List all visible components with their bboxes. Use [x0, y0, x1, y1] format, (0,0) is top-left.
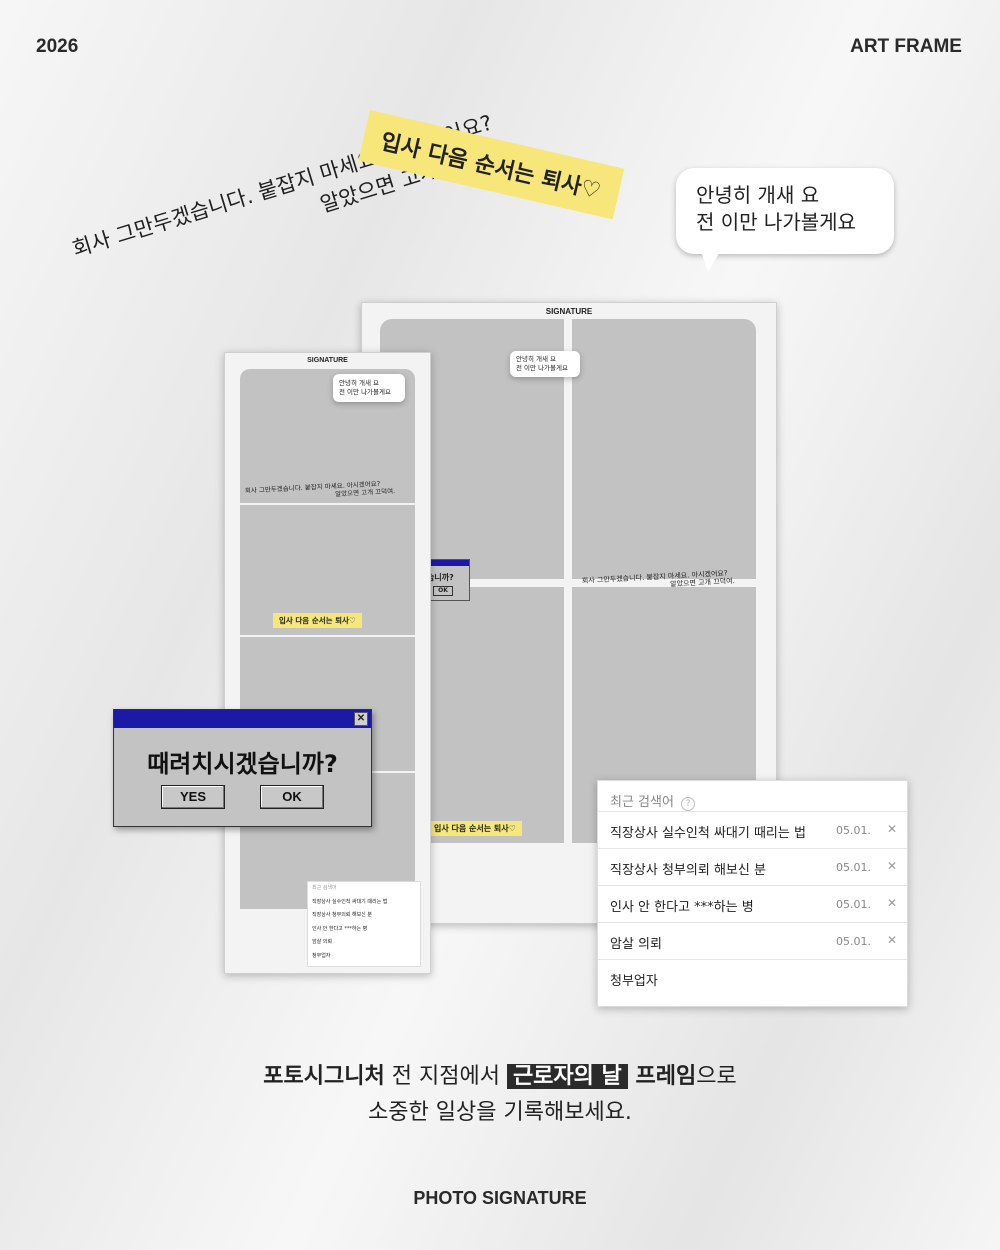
mini-search-item: 직장상사 청부의뢰 해보신 분 — [312, 912, 372, 918]
search-date: 05.01. — [836, 824, 871, 837]
search-query: 청부업자 — [610, 974, 658, 989]
year-label: 2026 — [36, 36, 79, 57]
mini-bubble-line-1: 안녕히 개새 요 — [339, 379, 380, 387]
mini-dialog-ok: OK — [433, 586, 453, 596]
mini-search-item: 청부업자 — [312, 952, 331, 959]
mini-search-item: 암살 의뢰 — [312, 939, 332, 945]
mini-tape: 입사 다음 순서는 퇴사♡ — [273, 613, 362, 628]
list-item[interactable]: 인사 안 한다고 ***하는 병 05.01. ✕ — [598, 885, 907, 923]
close-icon[interactable]: ✕ — [354, 712, 368, 726]
recent-search-panel: 최근 검색어 ? 직장상사 실수인척 싸대기 때리는 법 05.01. ✕ 직장… — [597, 780, 908, 1007]
brand-label: ART FRAME — [850, 36, 962, 57]
mini-tape-text: 입사 다음 순서는 퇴사♡ — [279, 616, 356, 625]
close-icon[interactable]: ✕ — [887, 822, 898, 836]
search-date: 05.01. — [836, 861, 871, 874]
mini-dialog: 습니까? OK — [427, 559, 470, 601]
mini-search-title: 최근 검색어 — [312, 885, 337, 891]
mini-dialog-text: 습니까? — [427, 573, 454, 582]
bubble-line-1: 안녕히 개새 요 — [696, 183, 820, 207]
caption-text: 전 지점에서 — [384, 1064, 507, 1089]
yes-button[interactable]: YES — [161, 785, 225, 809]
mini-tape: 입사 다음 순서는 퇴사♡ — [428, 821, 522, 836]
photo-frame-small: SIGNATURE 안녕히 개새 요 전 이만 나가볼게요 회사 그만두겠습니다… — [224, 352, 431, 974]
mini-tape-text: 입사 다음 순서는 퇴사♡ — [434, 824, 516, 833]
tape-text: 입사 다음 순서는 퇴사♡ — [378, 128, 604, 205]
caption-line-2: 소중한 일상을 기록해보세요. — [368, 1100, 632, 1125]
mini-search-item: 직장상사 실수인척 싸대기 때리는 법 — [312, 898, 388, 905]
search-date: 05.01. — [836, 935, 871, 948]
close-icon[interactable]: ✕ — [887, 859, 898, 873]
help-icon: ? — [681, 797, 696, 811]
dialog-title-bar — [114, 710, 371, 728]
mini-search-item: 인사 안 한다고 ***하는 병 — [312, 925, 368, 932]
close-icon[interactable]: ✕ — [887, 933, 898, 947]
list-item[interactable]: 청부업자 — [598, 959, 907, 997]
mini-bubble-line-1: 안녕히 개새 요 — [516, 355, 557, 363]
caption-frame: 프레임 — [627, 1064, 697, 1089]
search-query: 인사 안 한다고 ***하는 병 — [610, 900, 754, 915]
mini-bubble-line-2: 전 이만 나가볼게요 — [516, 364, 568, 372]
search-query: 암살 의뢰 — [610, 937, 662, 952]
mini-bubble-line-2: 전 이만 나가볼게요 — [339, 388, 391, 396]
mini-bubble: 안녕히 개새 요 전 이만 나가볼게요 — [333, 374, 405, 402]
dialog-message: 때려치시겠습니까? — [147, 750, 338, 778]
mini-search: 최근 검색어 직장상사 실수인척 싸대기 때리는 법 직장상사 청부의뢰 해보신… — [307, 881, 421, 967]
frame-large-title: SIGNATURE — [545, 307, 593, 316]
list-item[interactable]: 직장상사 청부의뢰 해보신 분 05.01. ✕ — [598, 848, 907, 886]
speech-bubble: 안녕히 개새 요 전 이만 나가볼게요 — [676, 168, 894, 272]
frame-small-title: SIGNATURE — [307, 357, 348, 364]
search-query: 직장상사 실수인척 싸대기 때리는 법 — [610, 826, 806, 841]
mini-bubble: 안녕히 개새 요 전 이만 나가볼게요 — [510, 351, 580, 377]
close-icon[interactable]: ✕ — [887, 896, 898, 910]
quit-dialog: ✕ 때려치시겠습니까? YES OK — [113, 709, 372, 827]
bubble-line-2: 전 이만 나가볼게요 — [696, 210, 856, 234]
caption-line-1: 포토시그니처 전 지점에서 근로자의 날 프레임으로 — [0, 1058, 1000, 1090]
search-query: 직장상사 청부의뢰 해보신 분 — [610, 863, 766, 878]
caption-brand: 포토시그니처 — [263, 1064, 385, 1089]
caption-highlight: 근로자의 날 — [506, 1064, 628, 1089]
list-item[interactable]: 암살 의뢰 05.01. ✕ — [598, 922, 907, 960]
search-panel-title: 최근 검색어 ? — [610, 791, 696, 811]
search-date: 05.01. — [836, 898, 871, 911]
list-item[interactable]: 직장상사 실수인척 싸대기 때리는 법 05.01. ✕ — [598, 811, 907, 849]
ok-button[interactable]: OK — [260, 785, 324, 809]
caption-text-end: 으로 — [696, 1064, 737, 1089]
frame-cell — [572, 319, 756, 579]
footer-brand: PHOTO SIGNATURE — [413, 1188, 587, 1208]
